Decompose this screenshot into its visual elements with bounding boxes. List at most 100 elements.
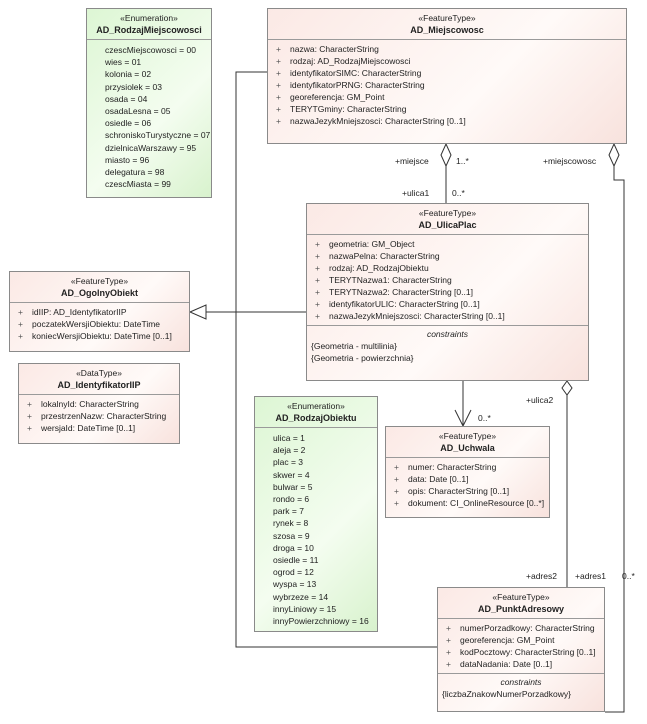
- class-name: AD_IdentyfikatorIIP: [57, 380, 141, 390]
- visibility-marker: +: [315, 287, 320, 297]
- visibility-marker: +: [276, 68, 281, 78]
- attribute-text: geometria: GM_Object: [329, 239, 415, 249]
- enum-literal: wies = 01: [105, 57, 142, 68]
- association-miejscowosc: [605, 166, 625, 713]
- attribute-row: + rodzaj: AD_RodzajObiektu: [307, 262, 588, 274]
- attribute-text: idIIP: AD_IdentyfikatorIIP: [32, 307, 127, 317]
- visibility-marker: +: [276, 116, 281, 126]
- attribute-row: + identyfikatorSIMC: CharacterString: [268, 67, 626, 79]
- visibility-marker: +: [394, 462, 399, 472]
- enum-literal: czescMiejscowosci = 00: [105, 45, 196, 55]
- enum-literal: droga = 10: [273, 542, 314, 553]
- visibility-marker: +: [446, 623, 451, 633]
- enum-literal: kolonia = 02: [105, 69, 152, 80]
- attribute-text: wersjaId: DateTime [0..1]: [41, 423, 136, 433]
- enum-literal: innyLiniowy = 15: [273, 603, 337, 614]
- class-ulica-plac[interactable]: «FeatureType» AD_UlicaPlac +geometria: G…: [306, 203, 589, 381]
- visibility-marker: +: [446, 647, 451, 657]
- label-adres2-role: +adres2: [526, 571, 557, 581]
- enum-literal: osiedle = 06: [105, 118, 152, 129]
- attribute-text: kodPocztowy: CharacterString [0..1]: [460, 647, 596, 657]
- attribute-row: + identyfikatorULIC: CharacterString [0..…: [307, 298, 588, 310]
- class-name: AD_PunktAdresowy: [477, 604, 565, 614]
- visibility-marker: +: [315, 263, 320, 273]
- label-uchwala-mult: 0..*: [478, 413, 491, 423]
- attribute-row: +opis: CharacterString [0..1]: [386, 485, 549, 497]
- class-miejscowosc[interactable]: «FeatureType» AD_Miejscowosc + nazwa: Cha…: [267, 8, 627, 144]
- visibility-marker: +: [18, 307, 23, 317]
- visibility-marker: +: [315, 311, 320, 321]
- class-name: AD_RodzajObiektu: [275, 413, 357, 423]
- attribute-row: + rodzaj: AD_RodzajMiejscowosci: [268, 55, 626, 67]
- enum-literal: szosa = 9: [273, 530, 310, 541]
- attribute-row: +dokument: CI_OnlineResource [0..*]: [386, 497, 549, 509]
- stereotype: «FeatureType»: [492, 592, 550, 602]
- attribute-text: nazwaPelna: CharacterString: [329, 251, 440, 261]
- enum-literal: wyspa = 13: [273, 579, 317, 590]
- label-miejsce-role: +miejsce: [395, 156, 429, 166]
- attribute-row: +numer: CharacterString: [386, 461, 549, 473]
- stereotype: «DataType»: [76, 368, 122, 378]
- attribute-text: georeferencja: GM_Point: [290, 92, 385, 102]
- attribute-text: TERYTNazwa2: CharacterString [0..1]: [329, 287, 473, 297]
- attribute-text: koniecWersjiObiektu: DateTime [0..1]: [32, 331, 172, 341]
- attribute-row: + TERYTGminy: CharacterString: [268, 103, 626, 115]
- attribute-row: +dataNadania: Date [0..1]: [438, 658, 604, 670]
- enum-literal: miasto = 96: [105, 154, 150, 165]
- stereotype: «FeatureType»: [418, 208, 477, 218]
- visibility-marker: +: [315, 239, 320, 249]
- class-rodzaj-miejscowosci[interactable]: «Enumeration» AD_RodzajMiejscowosci czes…: [86, 8, 212, 198]
- visibility-marker: +: [27, 411, 32, 421]
- constraints-title: constraints: [426, 329, 469, 339]
- attribute-row: +lokalnyId: CharacterString: [19, 398, 179, 410]
- label-miejscowosc-role: +miejscowosc: [543, 156, 597, 166]
- attribute-text: lokalnyId: CharacterString: [41, 399, 139, 409]
- label-adres1-mult: 0..*: [622, 571, 635, 581]
- visibility-marker: +: [276, 104, 281, 114]
- generalization-miejscowosc: [235, 71, 267, 312]
- class-name: AD_Miejscowosc: [410, 25, 484, 35]
- enum-literal: bulwar = 5: [273, 481, 313, 492]
- visibility-marker: +: [18, 331, 23, 341]
- class-ogolny-obiekt[interactable]: «FeatureType» AD_OgolnyObiekt +idIIP: AD…: [9, 271, 190, 352]
- attribute-row: +nazwaJezykMniejszosci: CharacterString …: [268, 115, 626, 127]
- attribute-text: przestrzenNazw: CharacterString: [41, 411, 167, 421]
- visibility-marker: +: [27, 423, 32, 433]
- class-punkt-adresowy[interactable]: «FeatureType» AD_PunktAdresowy +numerPor…: [437, 587, 605, 712]
- attribute-row: + georeferencja: GM_Point: [268, 91, 626, 103]
- constraints-title: constraints: [500, 677, 542, 687]
- visibility-marker: +: [276, 56, 281, 66]
- navigation-arrowhead: [454, 409, 472, 428]
- visibility-marker: +: [18, 319, 23, 329]
- class-identyfikator-iip[interactable]: «DataType» AD_IdentyfikatorIIP +lokalnyI…: [18, 363, 180, 444]
- attribute-text: identyfikatorSIMC: CharacterString: [290, 68, 422, 78]
- stereotype: «FeatureType»: [418, 13, 476, 23]
- enum-literal: rynek = 8: [273, 518, 309, 529]
- attribute-text: dokument: CI_OnlineResource [0..*]: [408, 498, 545, 508]
- attribute-text: rodzaj: AD_RodzajMiejscowosci: [290, 56, 411, 66]
- attribute-text: identyfikatorULIC: CharacterString [0..1…: [329, 299, 480, 309]
- visibility-marker: +: [276, 44, 281, 54]
- class-uchwala[interactable]: «FeatureType» AD_Uchwala +numer: Charact…: [385, 426, 550, 518]
- label-ulica1-mult: 0..*: [452, 188, 465, 198]
- attribute-text: TERYTGminy: CharacterString: [290, 104, 407, 114]
- attribute-text: poczatekWersjiObiektu: DateTime: [32, 319, 161, 329]
- attribute-text: rodzaj: AD_RodzajObiektu: [329, 263, 429, 273]
- enum-literal: osiedle = 11: [273, 555, 319, 566]
- attribute-text: opis: CharacterString [0..1]: [408, 486, 510, 496]
- attribute-row: +nazwaPelna: CharacterString: [307, 250, 588, 262]
- enum-literal: aleja = 2: [273, 445, 306, 456]
- enum-literal: innyPowierzchniowy = 16: [273, 616, 369, 627]
- generalization-arrowhead: [188, 304, 207, 320]
- stereotype: «Enumeration»: [287, 401, 345, 411]
- visibility-marker: +: [276, 92, 281, 102]
- label-adres1-role: +adres1: [575, 571, 606, 581]
- enum-literal: plac = 3: [273, 457, 304, 468]
- attribute-text: nazwa: CharacterString: [290, 44, 379, 54]
- visibility-marker: +: [315, 299, 320, 309]
- attribute-row: + kodPocztowy: CharacterString [0..1]: [438, 646, 604, 658]
- aggregation-diamond-miejsce: [440, 142, 452, 168]
- stereotype: «Enumeration»: [120, 13, 178, 23]
- enum-literal: osadaLesna = 05: [105, 106, 171, 117]
- class-rodzaj-obiektu[interactable]: «Enumeration» AD_RodzajObiektu ulica = 1…: [254, 396, 378, 632]
